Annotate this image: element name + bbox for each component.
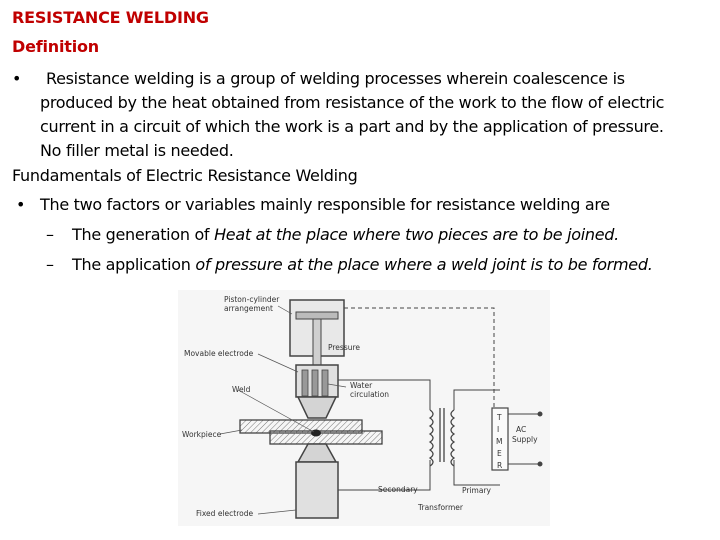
dash-marker: – bbox=[46, 255, 54, 274]
workpiece bbox=[239, 419, 383, 445]
control-line bbox=[344, 307, 495, 414]
fundamentals-heading: Fundamentals of Electric Resistance Weld… bbox=[12, 166, 358, 185]
piston-cylinder bbox=[289, 299, 345, 366]
label-piston-cylinder: Piston-cylinder bbox=[224, 295, 280, 304]
label-pressure: Pressure bbox=[328, 343, 360, 352]
factor-italic-text: Heat at the place where two pieces are t… bbox=[214, 225, 619, 244]
page-title: RESISTANCE WELDING bbox=[12, 8, 209, 27]
label-ac: AC bbox=[516, 425, 526, 434]
definition-line-2: produced by the heat obtained from resis… bbox=[40, 93, 665, 112]
weld-nugget bbox=[311, 429, 321, 437]
factor-italic-text: of pressure at the place where a weld jo… bbox=[195, 255, 653, 274]
timer-box bbox=[491, 407, 509, 471]
label-workpiece: Workpiece bbox=[182, 430, 222, 439]
timer-letter: T bbox=[496, 413, 502, 422]
timer-letter: E bbox=[497, 449, 502, 458]
label-piston-cylinder-2: arrangement bbox=[224, 304, 273, 313]
timer-letter: R bbox=[497, 461, 502, 470]
factor-item-text: The application of pressure at the place… bbox=[72, 255, 653, 274]
movable-electrode bbox=[295, 364, 339, 419]
dash-marker: – bbox=[46, 225, 54, 244]
transformer bbox=[428, 408, 456, 467]
label-primary: Primary bbox=[462, 486, 492, 495]
definition-line-1: Resistance welding is a group of welding… bbox=[46, 69, 625, 88]
label-movable-electrode: Movable electrode bbox=[184, 349, 254, 358]
resistance-welding-diagram: T I M E R Piston-cylinder arrangement Pr… bbox=[178, 290, 550, 526]
label-weld: Weld bbox=[232, 385, 251, 394]
timer-letter: I bbox=[497, 425, 499, 434]
definition-line-4: No filler metal is needed. bbox=[40, 141, 234, 160]
section-subtitle: Definition bbox=[12, 37, 99, 56]
diagram-background bbox=[178, 290, 550, 526]
label-ac-supply: Supply bbox=[512, 435, 538, 444]
label-secondary: Secondary bbox=[378, 485, 418, 494]
label-water-2: circulation bbox=[350, 390, 389, 399]
leader-lines bbox=[219, 305, 347, 515]
factor-plain-text: The application bbox=[72, 255, 196, 274]
factors-text: The two factors or variables mainly resp… bbox=[40, 195, 610, 214]
circuit-wiring bbox=[338, 379, 500, 491]
fixed-electrode bbox=[295, 443, 339, 519]
label-transformer: Transformer bbox=[417, 503, 464, 512]
factor-item-text: The generation of Heat at the place wher… bbox=[72, 225, 619, 244]
bullet-marker: • bbox=[16, 195, 26, 214]
ac-supply-leads bbox=[508, 411, 543, 467]
factor-plain-text: The generation of bbox=[72, 225, 215, 244]
label-water: Water bbox=[350, 381, 373, 390]
definition-line-3: current in a circuit of which the work i… bbox=[40, 117, 664, 136]
timer-letter: M bbox=[496, 437, 502, 446]
bullet-marker: • bbox=[12, 69, 22, 88]
label-fixed-electrode: Fixed electrode bbox=[196, 509, 253, 518]
